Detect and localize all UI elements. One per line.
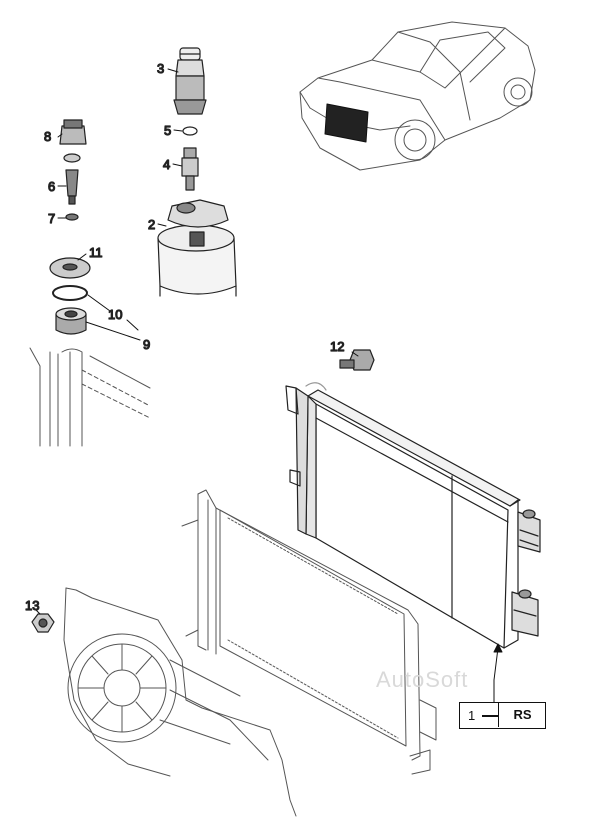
- callout-10: 10: [108, 307, 122, 322]
- callout-5: 5: [164, 123, 171, 138]
- bush-part-9: [55, 307, 87, 335]
- condenser-part-1: [285, 382, 541, 649]
- condenser-fitting-upper: [517, 509, 541, 553]
- cap-part-8: [59, 119, 87, 145]
- receiver-dryer-part-2: [157, 199, 237, 297]
- fan-shroud: [63, 587, 297, 817]
- condenser-fitting-lower: [511, 589, 539, 637]
- callout-3: 3: [157, 61, 164, 76]
- callout-12: 12: [330, 339, 344, 354]
- callout-7: 7: [48, 211, 55, 226]
- callout-2: 2: [148, 217, 155, 232]
- callout-6: 6: [48, 179, 55, 194]
- watermark: AutoSoft: [376, 667, 469, 692]
- o-ring-part-10: [52, 285, 88, 301]
- leader-lines: [35, 68, 503, 717]
- callout-13: 13: [25, 598, 39, 613]
- washer: [63, 153, 81, 163]
- seal-part-7: [65, 213, 79, 221]
- callout-11: 11: [89, 245, 103, 260]
- nut-part-13: [31, 613, 55, 633]
- car-grille: [324, 103, 369, 143]
- pressure-switch-part-3: [173, 47, 207, 115]
- o-ring-part-5: [182, 126, 198, 136]
- part-reference-box: 1 RS: [459, 702, 546, 729]
- car-illustration: [299, 21, 536, 171]
- engine-radiator: [181, 489, 437, 775]
- valve-core-part-6: [65, 169, 79, 205]
- callout-8: 8: [44, 129, 51, 144]
- callout-1: 1: [468, 708, 476, 723]
- radiator-detail-section: [29, 347, 151, 447]
- reference-code: RS: [498, 703, 546, 727]
- bolt-part-12: [339, 349, 375, 371]
- valve-part-4: [181, 147, 199, 191]
- washer-part-11: [49, 257, 91, 279]
- callout-4: 4: [163, 157, 170, 172]
- callout-9: 9: [143, 337, 150, 352]
- reference-dash: [482, 715, 498, 717]
